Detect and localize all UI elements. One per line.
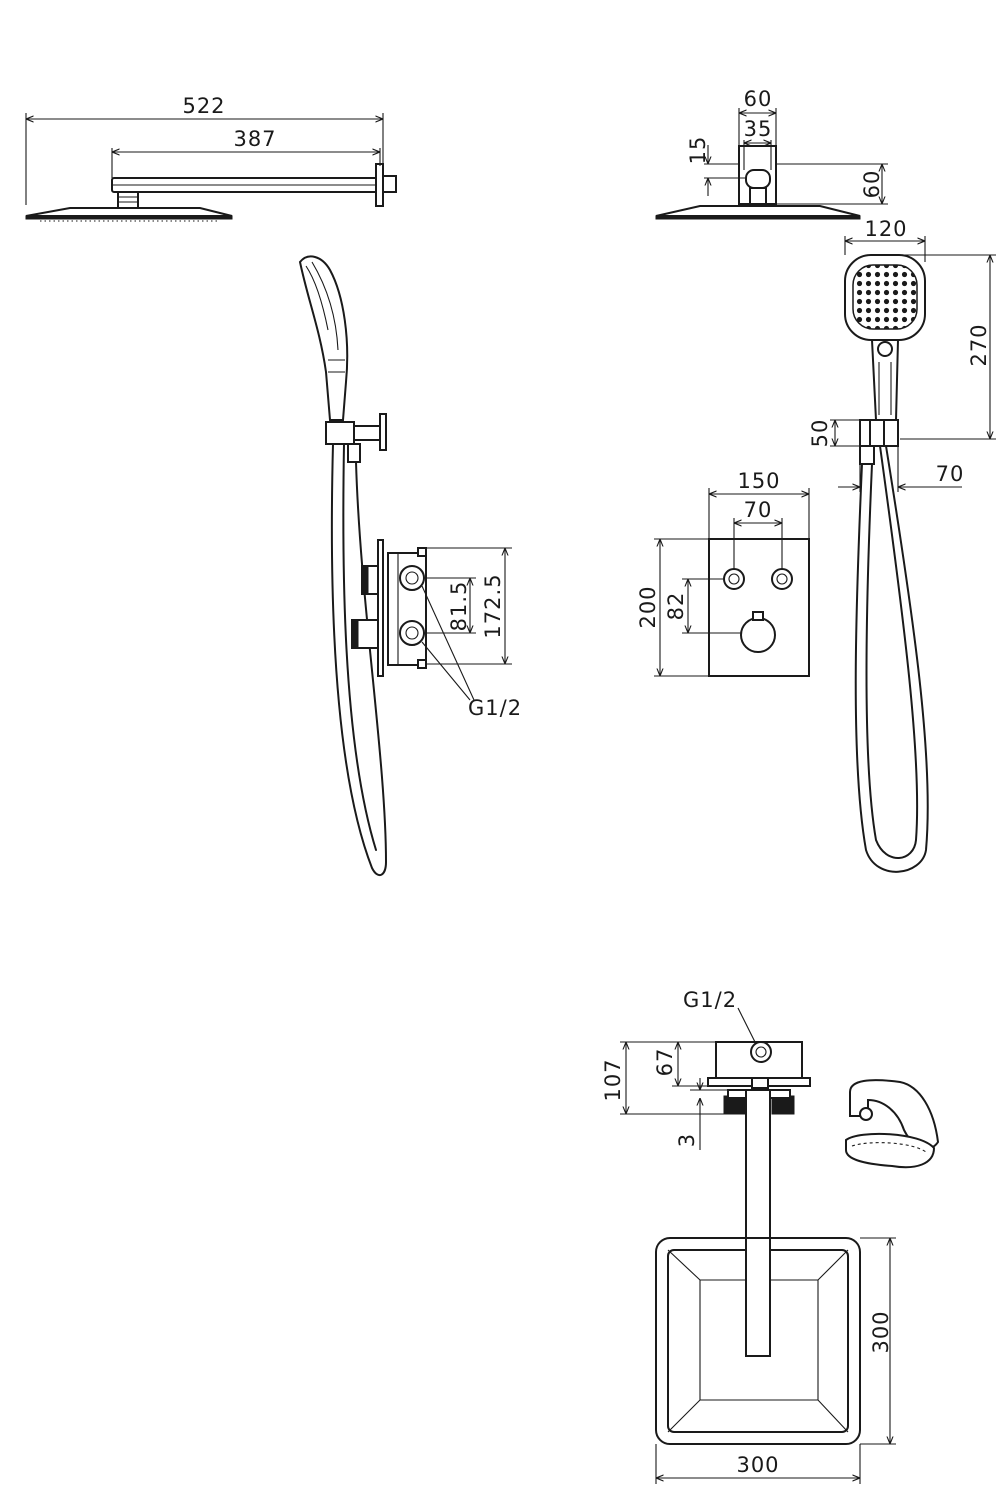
dim-387: 387: [233, 127, 276, 151]
overhead-shower-front-view: 60 35 15 60: [655, 87, 888, 220]
dim-200: 200: [636, 585, 660, 628]
dim-67: 67: [653, 1048, 677, 1077]
dim-270: 270: [967, 323, 991, 366]
thread-label-top: G1/2: [683, 988, 737, 1012]
overhead-shower-side-view: 522 387: [25, 94, 397, 222]
dim-150: 150: [737, 469, 780, 493]
dim-60-top: 60: [744, 87, 773, 111]
shower-holder-detail: [845, 1079, 940, 1169]
dim-300-side: 300: [869, 1310, 893, 1353]
valve-front-view: 150 70 200 82: [636, 469, 810, 677]
hand-shower-side-view: 81.5 172.5 G1/2: [298, 255, 522, 877]
dim-50: 50: [808, 419, 832, 448]
dim-522: 522: [182, 94, 225, 118]
dim-120: 120: [864, 217, 907, 241]
dim-107: 107: [601, 1058, 625, 1101]
dim-300-bottom: 300: [736, 1453, 779, 1477]
dim-172-5: 172.5: [481, 573, 505, 638]
dim-3: 3: [675, 1133, 699, 1147]
dim-70-right: 70: [936, 462, 965, 486]
dim-82: 82: [664, 592, 688, 621]
dim-70-valve: 70: [744, 498, 773, 522]
top-view-assembly: G1/2 107 67 3 300 300: [601, 988, 896, 1484]
dim-35: 35: [744, 117, 773, 141]
dim-81-5: 81.5: [447, 581, 471, 632]
dim-15: 15: [686, 136, 710, 165]
thread-label-side: G1/2: [468, 696, 522, 720]
dim-60-side: 60: [860, 170, 884, 199]
hand-shower-front-view: 120 270 50 70: [808, 217, 996, 873]
